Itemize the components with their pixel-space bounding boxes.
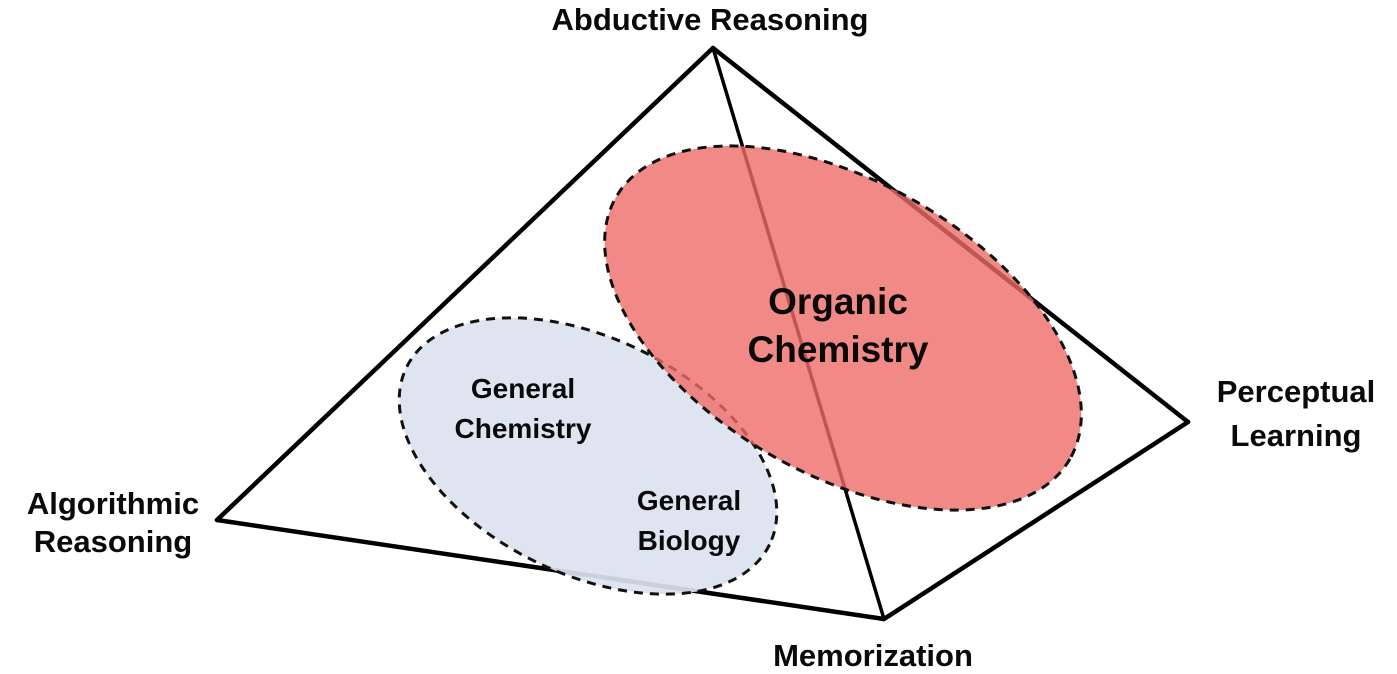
edge-apex-to-algorithmic: [214, 45, 716, 523]
vertex-label-algorithmic-line2: Reasoning: [34, 524, 192, 559]
organic-chemistry-region-ellipse: [604, 145, 1082, 511]
organic-chemistry-region-border: [603, 144, 1083, 512]
region-label-organic-chemistry-line1: Organic: [768, 281, 908, 322]
general-sciences-region-border: [397, 316, 779, 596]
region-label-general-chemistry-line2: Chemistry: [455, 413, 592, 444]
edge-algorithmic-to-memorization: [214, 517, 887, 622]
region-label-organic-chemistry-line2: Chemistry: [748, 329, 929, 370]
region-label-general-biology-line2: Biology: [638, 525, 741, 556]
vertex-label-algorithmic-line1: Algorithmic: [27, 486, 199, 521]
region-label-general-chemistry-line1: General: [471, 373, 575, 404]
vertex-label-perceptual-line2: Learning: [1231, 418, 1362, 453]
vertex-label-abductive-reasoning: Abductive Reasoning: [552, 2, 869, 37]
edge-perceptual-to-memorization: [881, 419, 1191, 622]
vertex-label-perceptual-line1: Perceptual: [1217, 374, 1376, 409]
region-label-general-biology-line1: General: [637, 485, 741, 516]
vertex-label-memorization: Memorization: [773, 638, 973, 673]
